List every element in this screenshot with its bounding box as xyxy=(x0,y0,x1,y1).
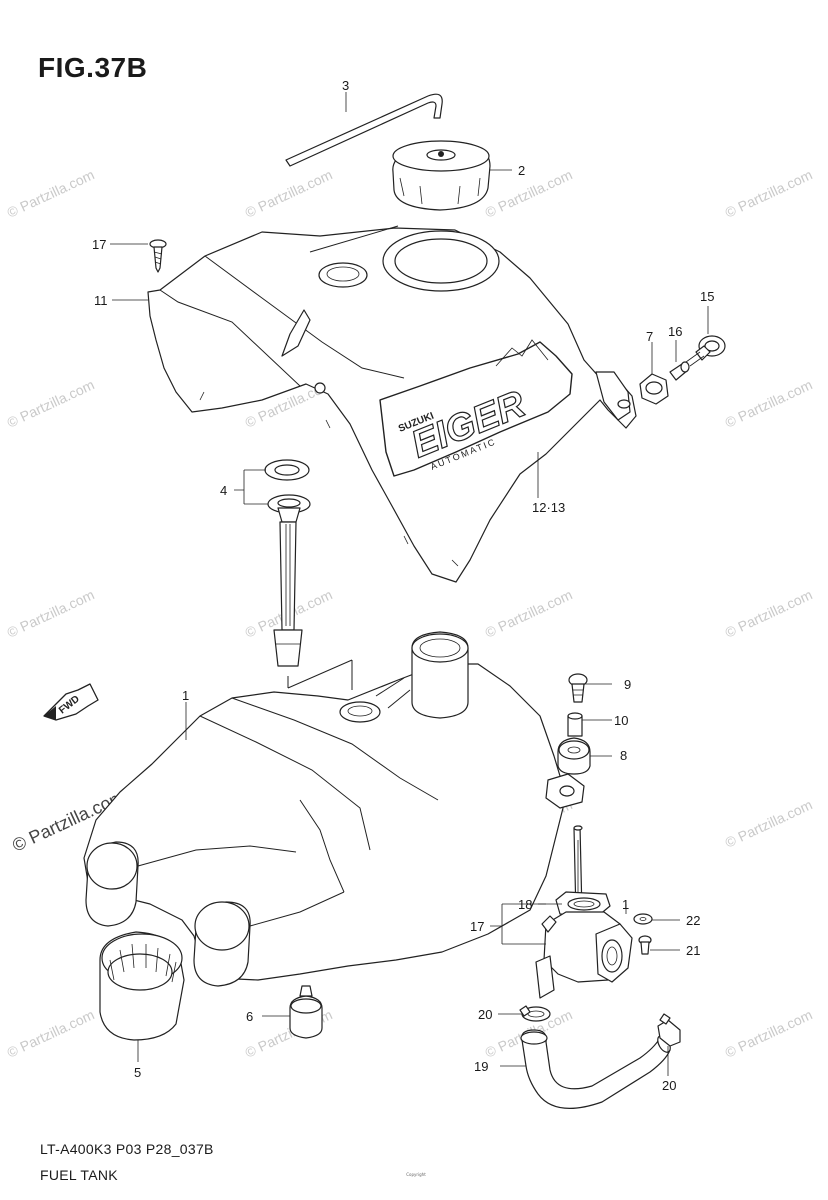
bolt xyxy=(685,335,726,367)
callout-14: 15 xyxy=(700,289,714,304)
cushion xyxy=(557,737,591,775)
watermark: © Partzilla.com xyxy=(723,1006,815,1060)
fuel-level-gauge-and-gasket xyxy=(264,459,311,667)
fuel-tank-filler-cover xyxy=(99,931,185,1041)
watermark: © Partzilla.com xyxy=(483,166,575,220)
callout-17: 17 xyxy=(470,919,484,934)
watermark: © Partzilla.com xyxy=(723,586,815,640)
screw xyxy=(638,935,652,955)
watermark: © Partzilla.com xyxy=(5,376,97,430)
spacer xyxy=(669,361,690,381)
figure-title: FIG.37B xyxy=(38,52,148,83)
o-ring xyxy=(567,897,601,911)
fuel-tank xyxy=(83,631,585,987)
spacer xyxy=(567,712,583,737)
cushion xyxy=(639,373,669,405)
watermark: © Partzilla.com xyxy=(243,166,335,220)
callout-19: 19 xyxy=(474,1059,488,1074)
callout-labels: 3 2 17 11 15 16 7 12·13 4 1 9 10 8 18 17… xyxy=(92,78,714,1093)
leader-lines xyxy=(110,92,709,1076)
fuel-hose xyxy=(520,1029,671,1109)
callout-5: 5 xyxy=(134,1065,141,1080)
watermark: © Partzilla.com xyxy=(723,166,815,220)
copyright-note: Copyright xyxy=(406,1172,426,1177)
watermark: © Partzilla.com xyxy=(723,796,815,850)
callout-6: 6 xyxy=(246,1009,253,1024)
diagram-code: LT-A400K3 P03 P28_037B xyxy=(40,1141,214,1157)
callout-1-ref: 1 xyxy=(622,897,629,912)
watermark: © Partzilla.com xyxy=(5,586,97,640)
cushion xyxy=(289,985,323,1039)
washer xyxy=(633,913,653,925)
callout-18: 18 xyxy=(518,897,532,912)
fwd-arrow-icon: FWD xyxy=(43,683,99,721)
callout-4: 4 xyxy=(220,483,227,498)
diagram-name: FUEL TANK xyxy=(40,1167,118,1183)
breather-hose xyxy=(285,93,443,167)
bolt xyxy=(568,673,588,703)
callout-20: 20 xyxy=(478,1007,492,1022)
screw xyxy=(149,239,167,273)
callout-9: 9 xyxy=(624,677,631,692)
callout-10: 10 xyxy=(614,713,628,728)
watermark: © Partzilla.com xyxy=(5,1006,97,1060)
clamp xyxy=(657,1013,681,1047)
watermark: © Partzilla.com xyxy=(483,586,575,640)
callout-22: 22 xyxy=(686,913,700,928)
callout-2: 2 xyxy=(518,163,525,178)
watermark: © Partzilla.com xyxy=(723,376,815,430)
clamp xyxy=(519,1005,551,1022)
callout-3: 3 xyxy=(342,78,349,93)
callout-8: 8 xyxy=(620,748,627,763)
watermark: © Partzilla.com xyxy=(5,166,97,220)
callout-20-b: 20 xyxy=(662,1078,676,1093)
callout-1: 1 xyxy=(182,688,189,703)
callout-21: 21 xyxy=(686,943,700,958)
fuel-tank-cap xyxy=(392,140,491,211)
callout-11: 11 xyxy=(94,293,108,308)
callout-12-13: 12·13 xyxy=(532,500,565,515)
callout-16: 17 xyxy=(92,237,106,252)
callout-15: 16 xyxy=(668,324,682,339)
callout-7: 7 xyxy=(646,329,653,344)
